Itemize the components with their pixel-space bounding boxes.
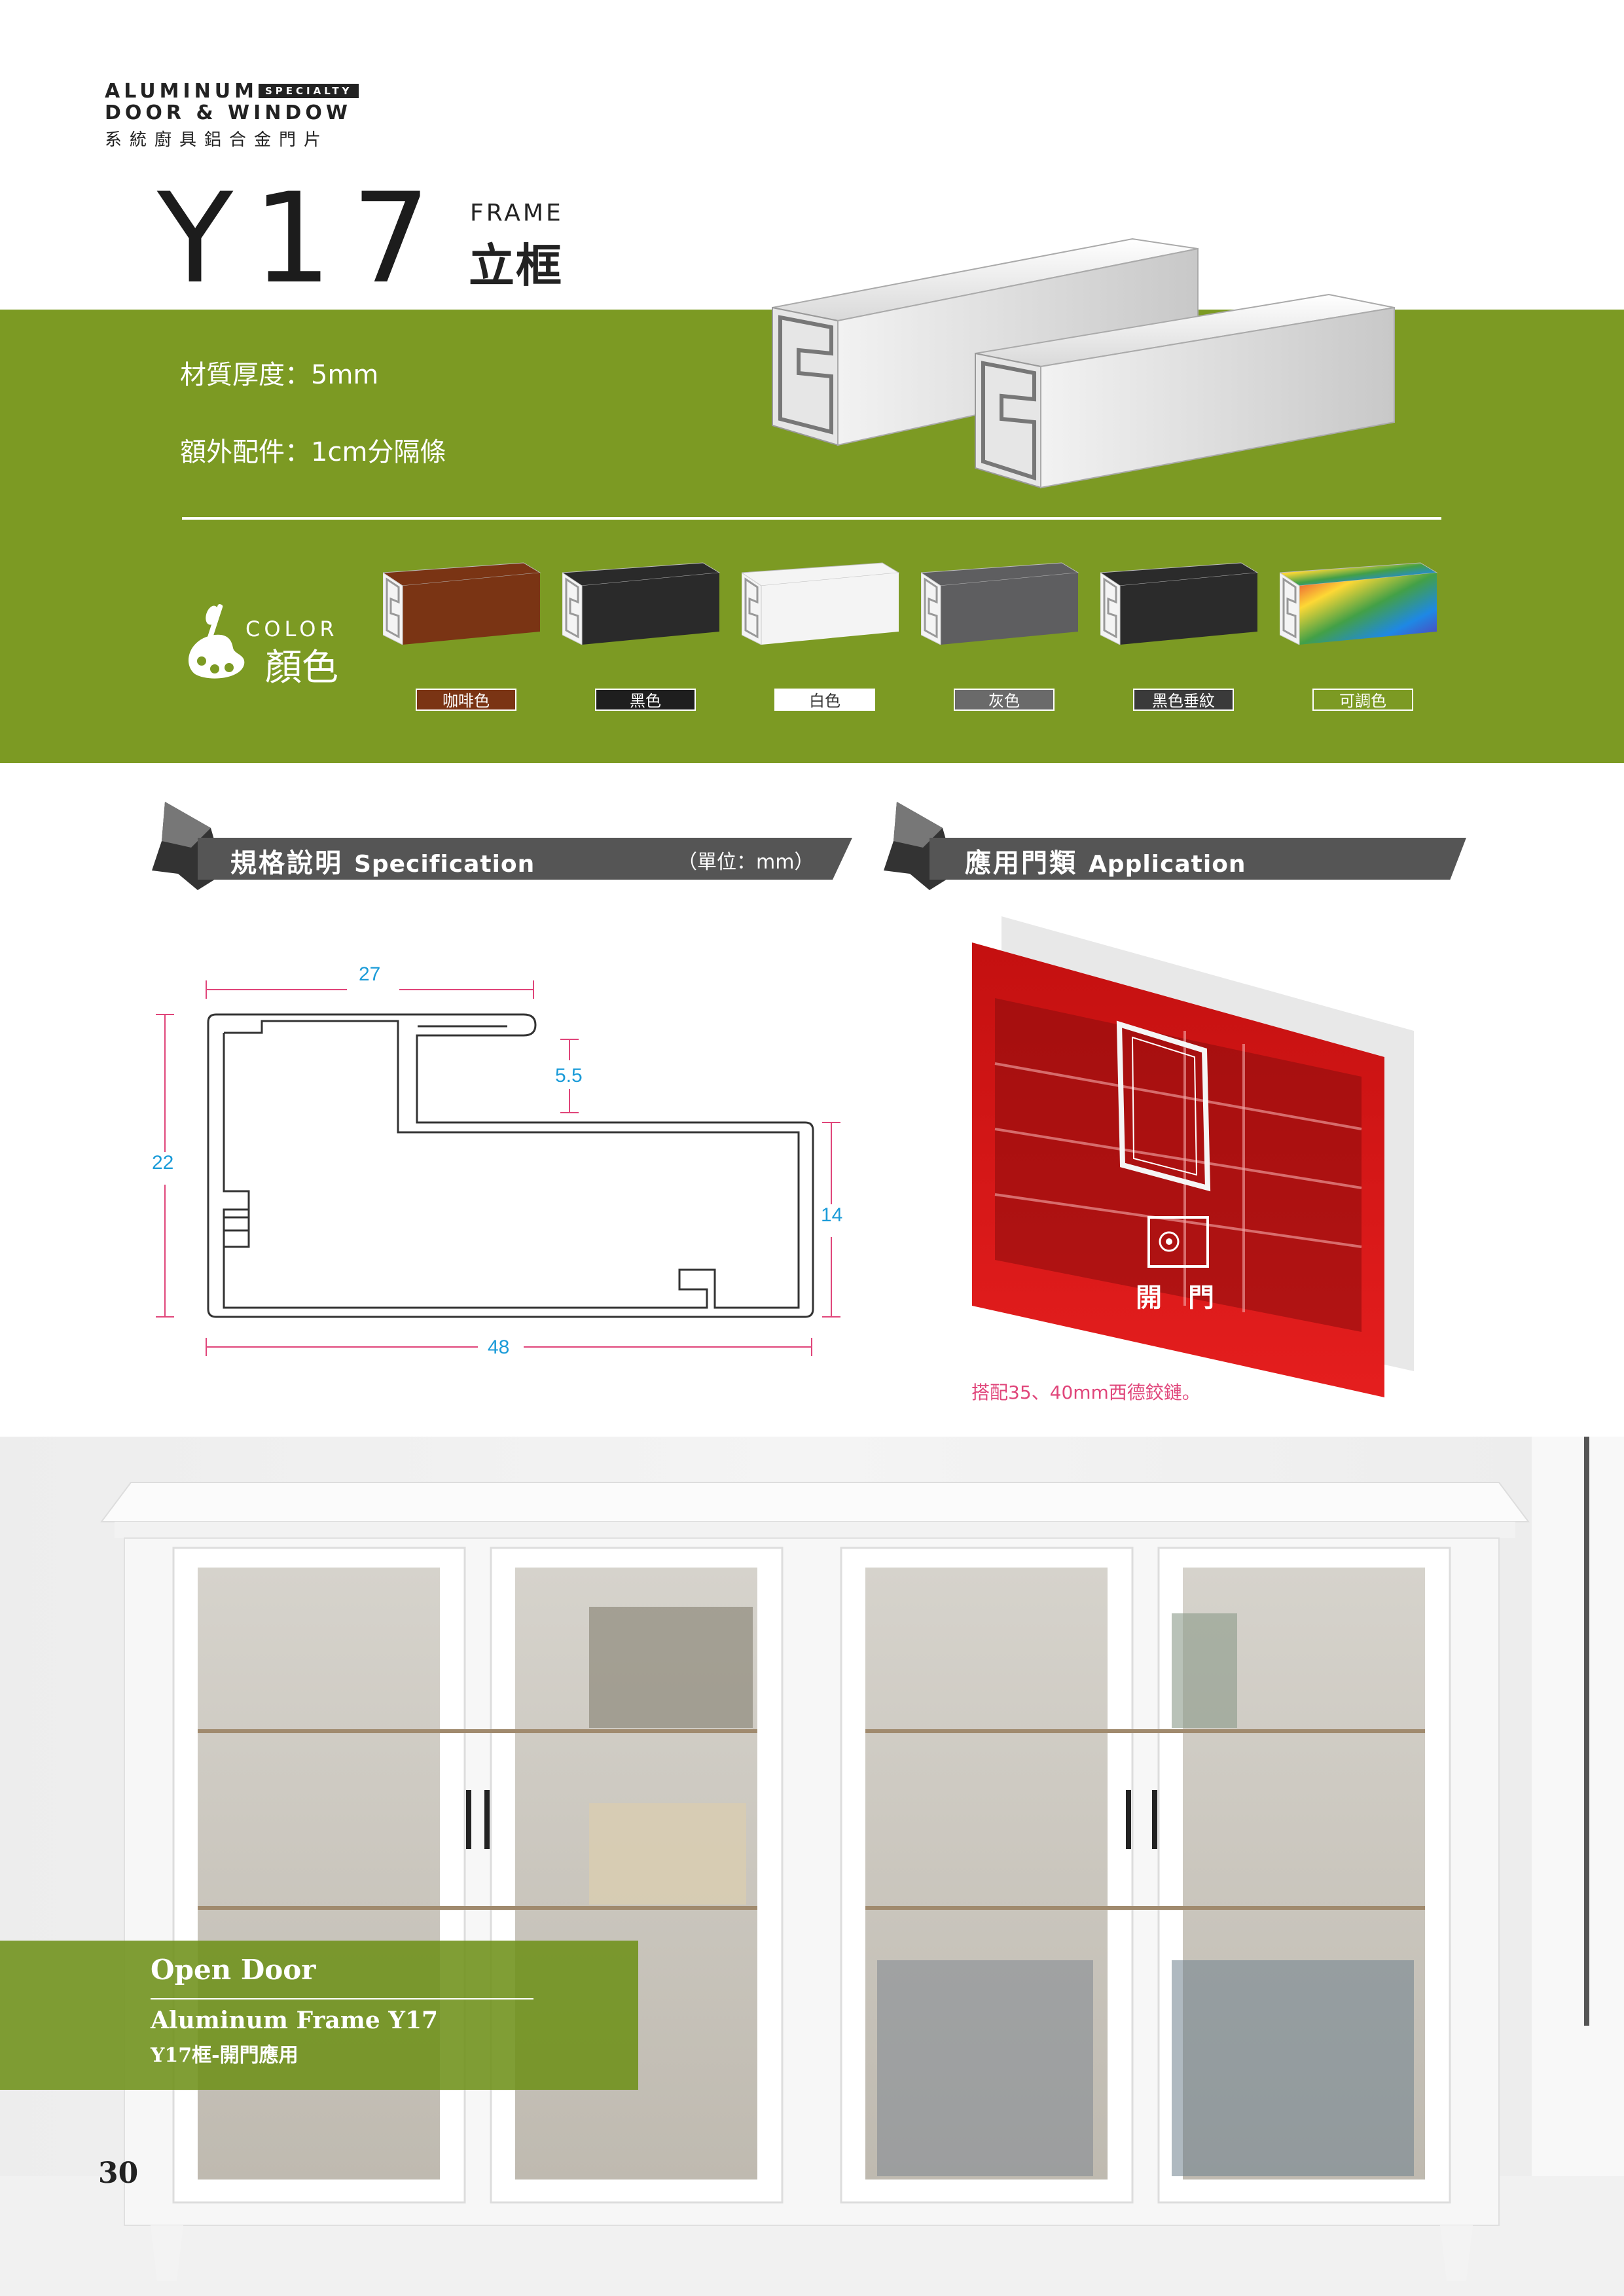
brand-zh: 系統廚具鋁合金門片 [105, 130, 329, 150]
color-swatch-label: 咖啡色 [416, 689, 516, 711]
brand-line-1: ALUMINUM [105, 80, 258, 103]
color-swatch [920, 560, 1085, 647]
color-swatch-label: 黑色垂紋 [1133, 689, 1234, 711]
model-number: Y17 [157, 166, 450, 311]
spec-unit: （單位：mm） [677, 851, 814, 874]
dimension-top: 27 [359, 963, 381, 985]
color-swatch [382, 560, 547, 647]
color-swatch-label: 黑色 [595, 689, 696, 711]
photo-caption-box [0, 1941, 638, 2090]
app-header-title: 應用門類 Application [965, 842, 1246, 880]
page-number: 30 [98, 2157, 139, 2190]
product-type-en: FRAME [470, 200, 564, 226]
color-swatch-label: 白色 [774, 689, 875, 711]
caption-zh: Y17框-開門應用 [151, 2044, 298, 2067]
color-swatch [561, 560, 726, 647]
app-title-zh: 應用門類 [965, 848, 1077, 878]
spec-title-en: Specification [353, 851, 535, 878]
caption-divider [151, 1998, 533, 2000]
cabinet-photo [0, 1437, 1624, 2296]
color-heading-en: COLOR [245, 617, 338, 641]
dimension-right: 14 [821, 1204, 843, 1226]
app-header-bar [929, 838, 1466, 880]
palette-icon [189, 604, 245, 679]
spec-title-zh: 規格說明 [230, 848, 343, 878]
product-type-zh: 立框 [469, 239, 563, 293]
door-type-label: 開 門 [1136, 1283, 1214, 1313]
hinge-note: 搭配35、40mm西德鉸鏈。 [971, 1382, 1200, 1403]
dimension-left: 22 [152, 1152, 174, 1174]
spec-header-title: 規格說明 Specification [230, 842, 535, 880]
color-heading-zh: 顏色 [265, 647, 338, 689]
app-title-en: Application [1088, 851, 1246, 878]
color-swatch [740, 560, 905, 647]
divider [182, 517, 1441, 520]
color-swatch-label: 灰色 [954, 689, 1055, 711]
dimension-notch: 5.5 [555, 1065, 583, 1086]
brand-line-2: DOOR & WINDOW [105, 101, 352, 124]
spec-thickness: 材質厚度：5mm [180, 360, 379, 390]
caption-title: Open Door [151, 1954, 316, 1986]
product-render-image [772, 238, 1395, 489]
spec-header-bar [198, 838, 852, 880]
application-cabinet-image [972, 916, 1414, 1397]
color-swatch-label: 可調色 [1312, 689, 1413, 711]
brand-tag: SPECIALTY [259, 84, 359, 98]
caption-subtitle: Aluminum Frame Y17 [151, 2007, 439, 2034]
color-swatch [1099, 560, 1264, 647]
color-swatch [1278, 560, 1443, 647]
profile-drawing [151, 975, 847, 1361]
spec-accessory: 額外配件：1cm分隔條 [180, 437, 446, 467]
dimension-bottom: 48 [488, 1336, 510, 1358]
